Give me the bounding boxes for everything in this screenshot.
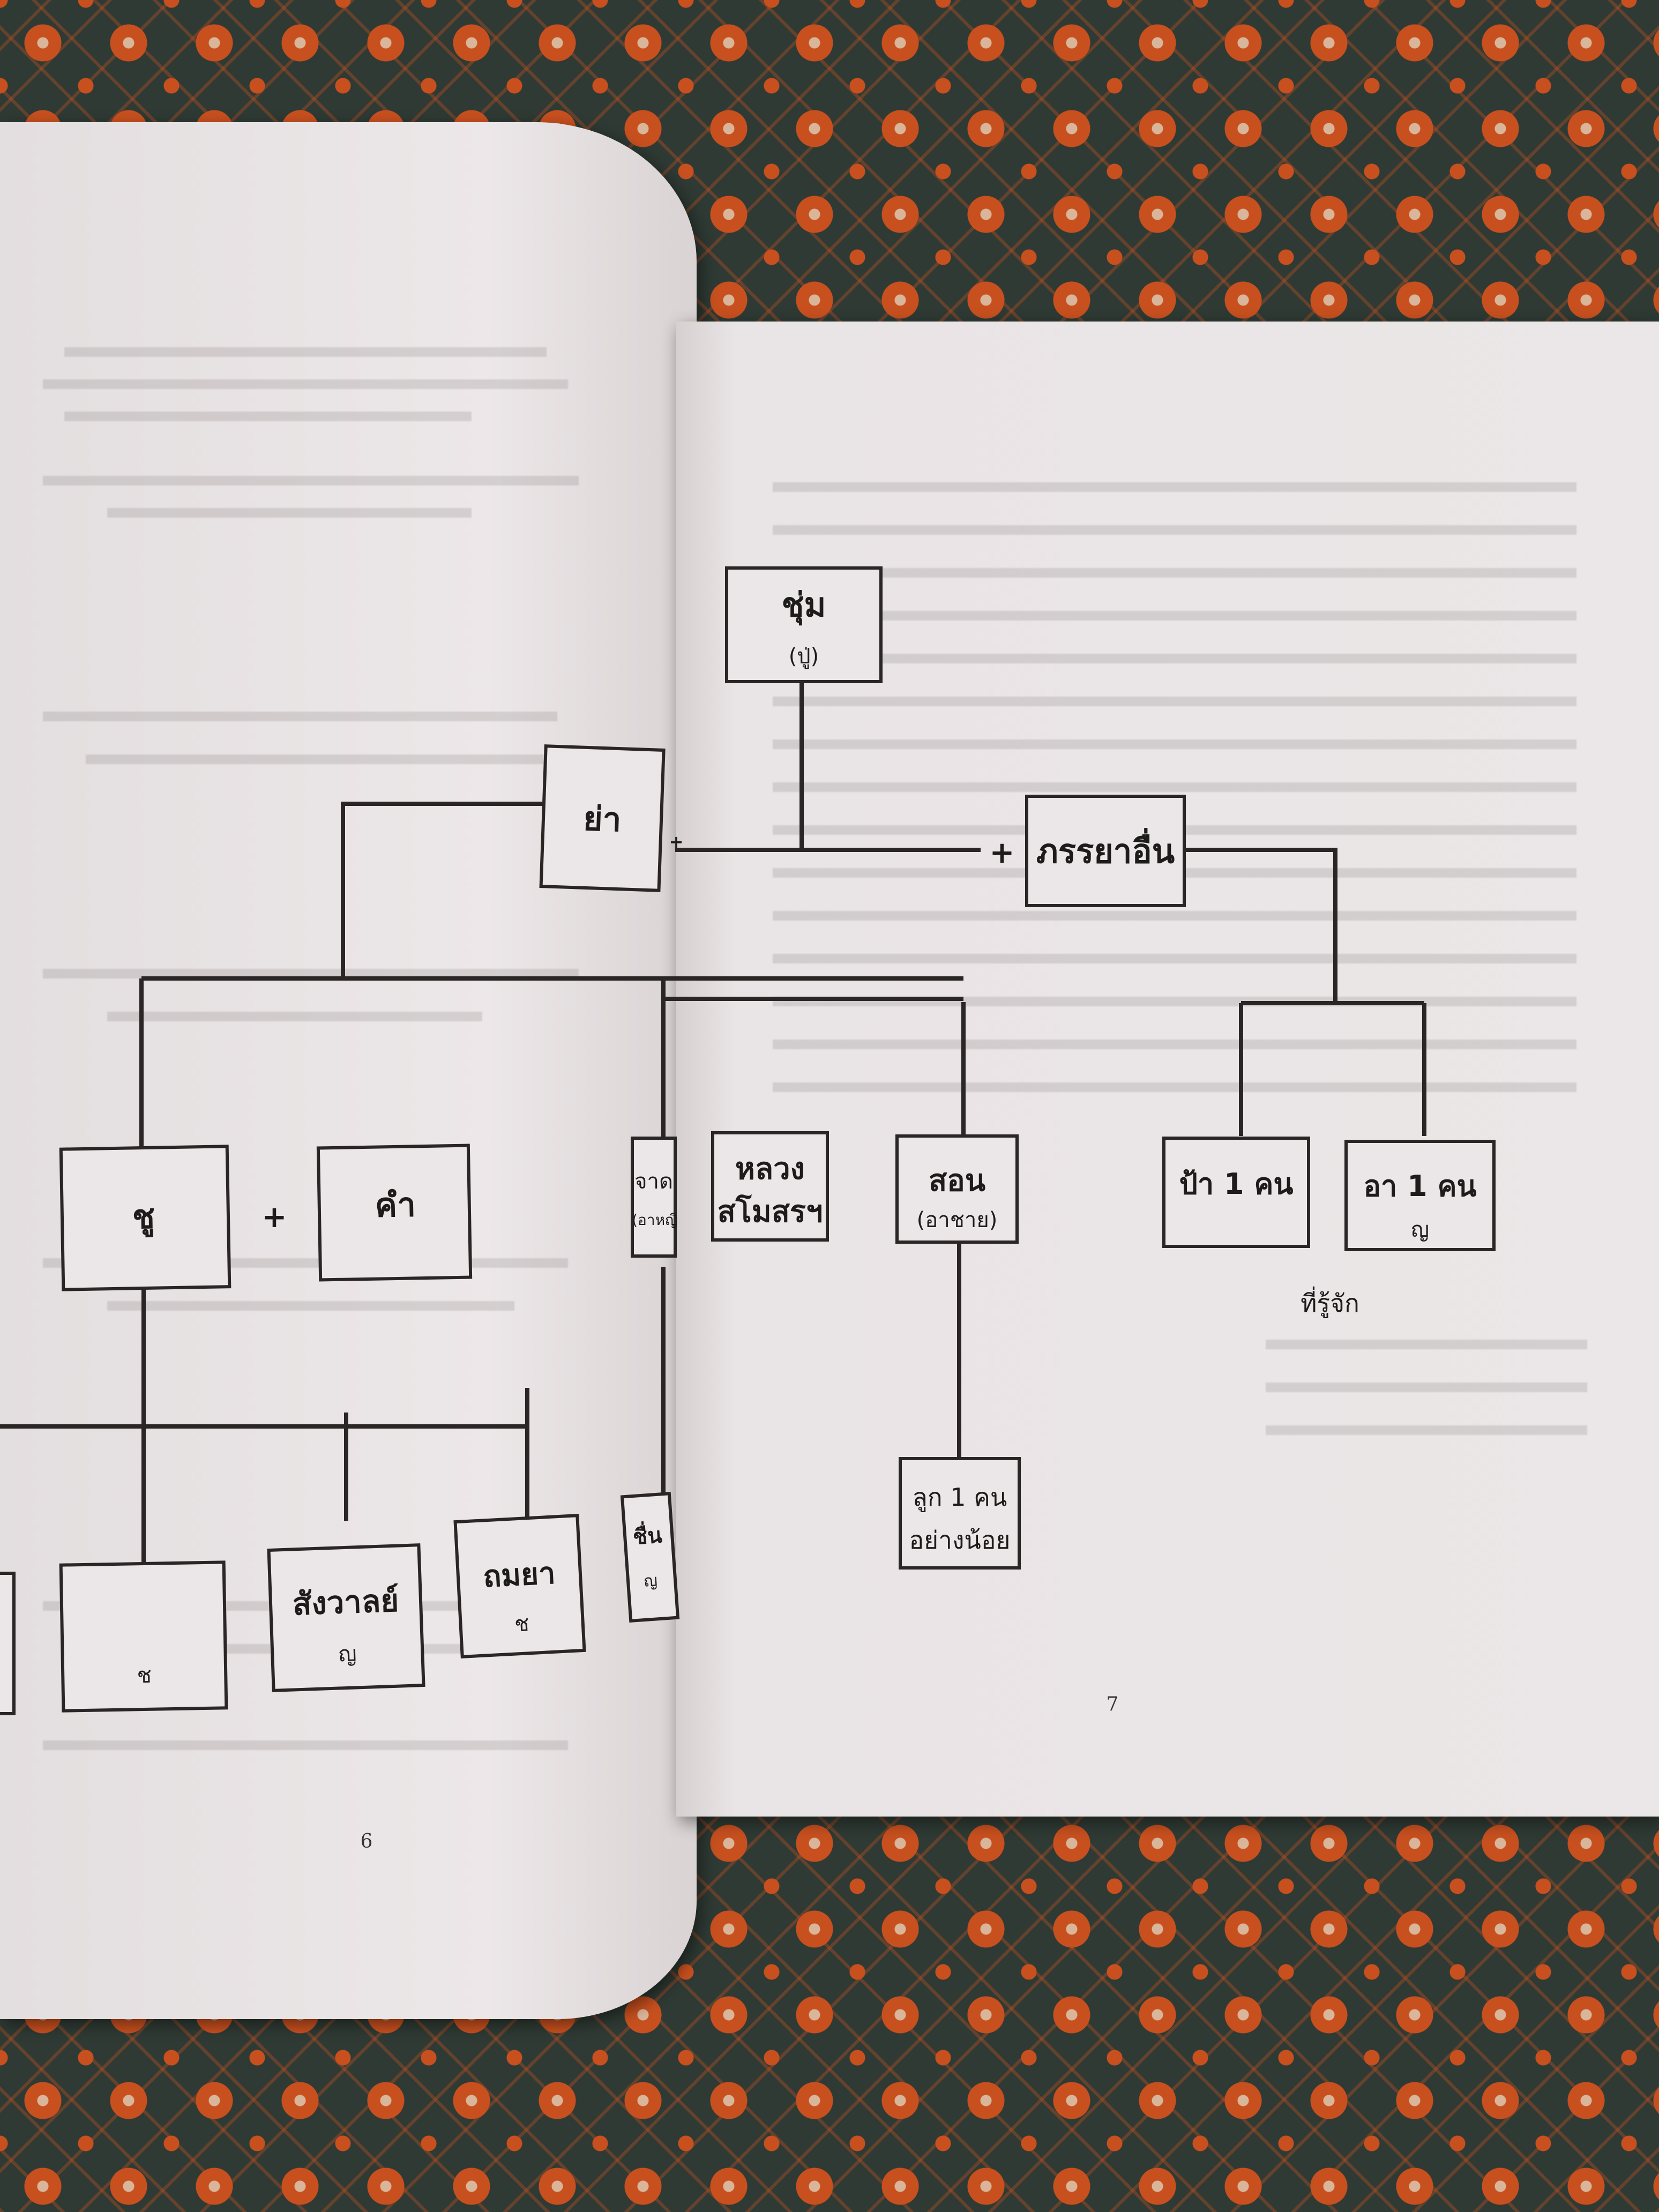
svg-text:ญ: ญ	[1411, 1217, 1429, 1242]
svg-text:จาด: จาด	[634, 1169, 673, 1194]
node-pa[interactable]: ป้า 1 คน	[1162, 1137, 1310, 1248]
node-kham[interactable]: คำ	[316, 1144, 473, 1282]
known-label: ที่รู้จัก	[1301, 1286, 1359, 1318]
svg-text:สอน: สอน	[929, 1163, 985, 1198]
svg-text:คำ: คำ	[375, 1185, 416, 1224]
node-sangwan[interactable]: สังวาลย์ ญ	[267, 1543, 425, 1692]
svg-text:(อาหญิ: (อาหญิ	[632, 1211, 678, 1229]
svg-text:(อาชาย): (อาชาย)	[917, 1208, 998, 1232]
svg-text:ชุ่ม: ชุ่ม	[782, 585, 826, 625]
svg-text:อา 1 คน: อา 1 คน	[1364, 1169, 1477, 1203]
svg-text:ช: ช	[514, 1611, 530, 1636]
svg-text:ช: ช	[137, 1663, 152, 1688]
edge-wife-right	[1184, 848, 1337, 1003]
node-ya[interactable]: ย่า	[539, 744, 666, 892]
node-chu[interactable]: ชู	[59, 1145, 231, 1291]
tree-edges	[0, 681, 1426, 1565]
node-chat[interactable]: จาด (อาหญิ	[631, 1137, 678, 1258]
svg-text:ย่า: ย่า	[582, 799, 622, 839]
svg-text:(ปู่): (ปู่)	[789, 644, 819, 669]
node-child-ch[interactable]: ช	[59, 1560, 228, 1713]
svg-text:ภรรยาอื่น: ภรรยาอื่น	[1036, 828, 1175, 871]
node-thamya[interactable]: ถมยา ช	[453, 1514, 586, 1658]
node-chuen[interactable]: ชื่น ญ	[620, 1492, 680, 1623]
bleed-through-text	[773, 482, 1587, 1435]
svg-text:สังวาลย์: สังวาลย์	[292, 1582, 400, 1623]
plus-ya-chum: +	[669, 832, 684, 852]
svg-text:ญ: ญ	[643, 1571, 658, 1591]
edge-ya-left	[341, 802, 542, 978]
node-child-at-least-one[interactable]: ลูก 1 คน อย่างน้อย	[899, 1457, 1021, 1570]
node-other-wife[interactable]: ภรรยาอื่น	[1025, 795, 1186, 907]
svg-text:ชื่น: ชื่น	[632, 1520, 663, 1550]
node-son[interactable]: สอน (อาชาย)	[895, 1134, 1019, 1244]
svg-text:ชู: ชู	[132, 1197, 155, 1238]
node-a[interactable]: อา 1 คน ญ	[1344, 1140, 1496, 1251]
svg-text:ถมยา: ถมยา	[482, 1556, 556, 1595]
page-number-right: 7	[1107, 1693, 1119, 1715]
page-number-left: 6	[361, 1830, 373, 1852]
plus-chu-kham: +	[262, 1200, 287, 1235]
node-luang-samosorn[interactable]: หลวง สโมสรฯ	[711, 1131, 829, 1242]
svg-text:อย่างน้อย: อย่างน้อย	[909, 1526, 1011, 1555]
node-chum[interactable]: ชุ่ม (ปู่)	[725, 566, 883, 683]
plus-chum-wife: +	[990, 835, 1015, 870]
svg-text:ป้า 1 คน: ป้า 1 คน	[1179, 1167, 1294, 1201]
node-left-cut[interactable]	[0, 1572, 16, 1715]
svg-text:สโมสรฯ: สโมสรฯ	[718, 1194, 823, 1229]
svg-text:ลูก 1 คน: ลูก 1 คน	[913, 1483, 1007, 1512]
svg-text:หลวง: หลวง	[735, 1152, 805, 1186]
svg-text:ญ: ญ	[338, 1641, 357, 1667]
